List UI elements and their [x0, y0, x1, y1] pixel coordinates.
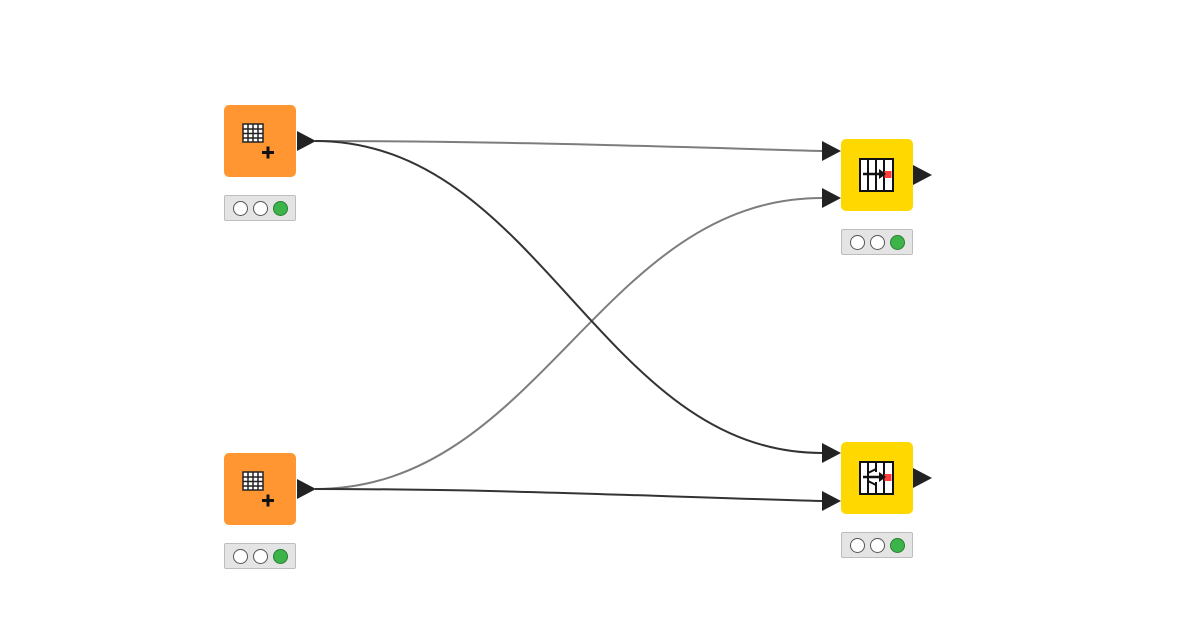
connection-tc2-joiner2[interactable]	[314, 488, 823, 502]
status-bar-tc2	[224, 543, 296, 569]
joiner-icon	[859, 461, 894, 495]
connection-tc1-joiner2[interactable]	[314, 140, 823, 454]
status-light-yellow	[252, 200, 268, 216]
status-light-green	[889, 234, 905, 250]
input-port-joiner2-bottom[interactable]	[822, 491, 841, 511]
status-bar-joiner1	[841, 229, 913, 255]
status-light-yellow	[869, 537, 885, 553]
table-creator-node-2[interactable]	[224, 453, 296, 525]
status-light-red	[232, 548, 248, 564]
input-port-joiner2-top[interactable]	[822, 443, 841, 463]
status-light-red	[849, 537, 865, 553]
joiner-node-2[interactable]	[841, 442, 913, 514]
output-port-tc2[interactable]	[297, 479, 316, 499]
output-port-tc1[interactable]	[297, 131, 316, 151]
connection-tc1-joiner1[interactable]	[314, 140, 823, 152]
output-port-joiner2[interactable]	[913, 468, 932, 488]
joiner-icon	[859, 158, 894, 192]
table-add-icon	[242, 123, 274, 159]
table-add-icon	[242, 471, 274, 507]
status-light-yellow	[252, 548, 268, 564]
status-bar-tc1	[224, 195, 296, 221]
status-light-green	[272, 548, 288, 564]
status-light-yellow	[869, 234, 885, 250]
joiner-node-1[interactable]	[841, 139, 913, 211]
status-light-red	[232, 200, 248, 216]
connection-tc2-joiner1[interactable]	[314, 197, 823, 490]
table-creator-node-1[interactable]	[224, 105, 296, 177]
input-port-joiner1-bottom[interactable]	[822, 188, 841, 208]
output-port-joiner1[interactable]	[913, 165, 932, 185]
status-light-green	[272, 200, 288, 216]
input-port-joiner1-top[interactable]	[822, 141, 841, 161]
status-bar-joiner2	[841, 532, 913, 558]
status-light-red	[849, 234, 865, 250]
status-light-green	[889, 537, 905, 553]
